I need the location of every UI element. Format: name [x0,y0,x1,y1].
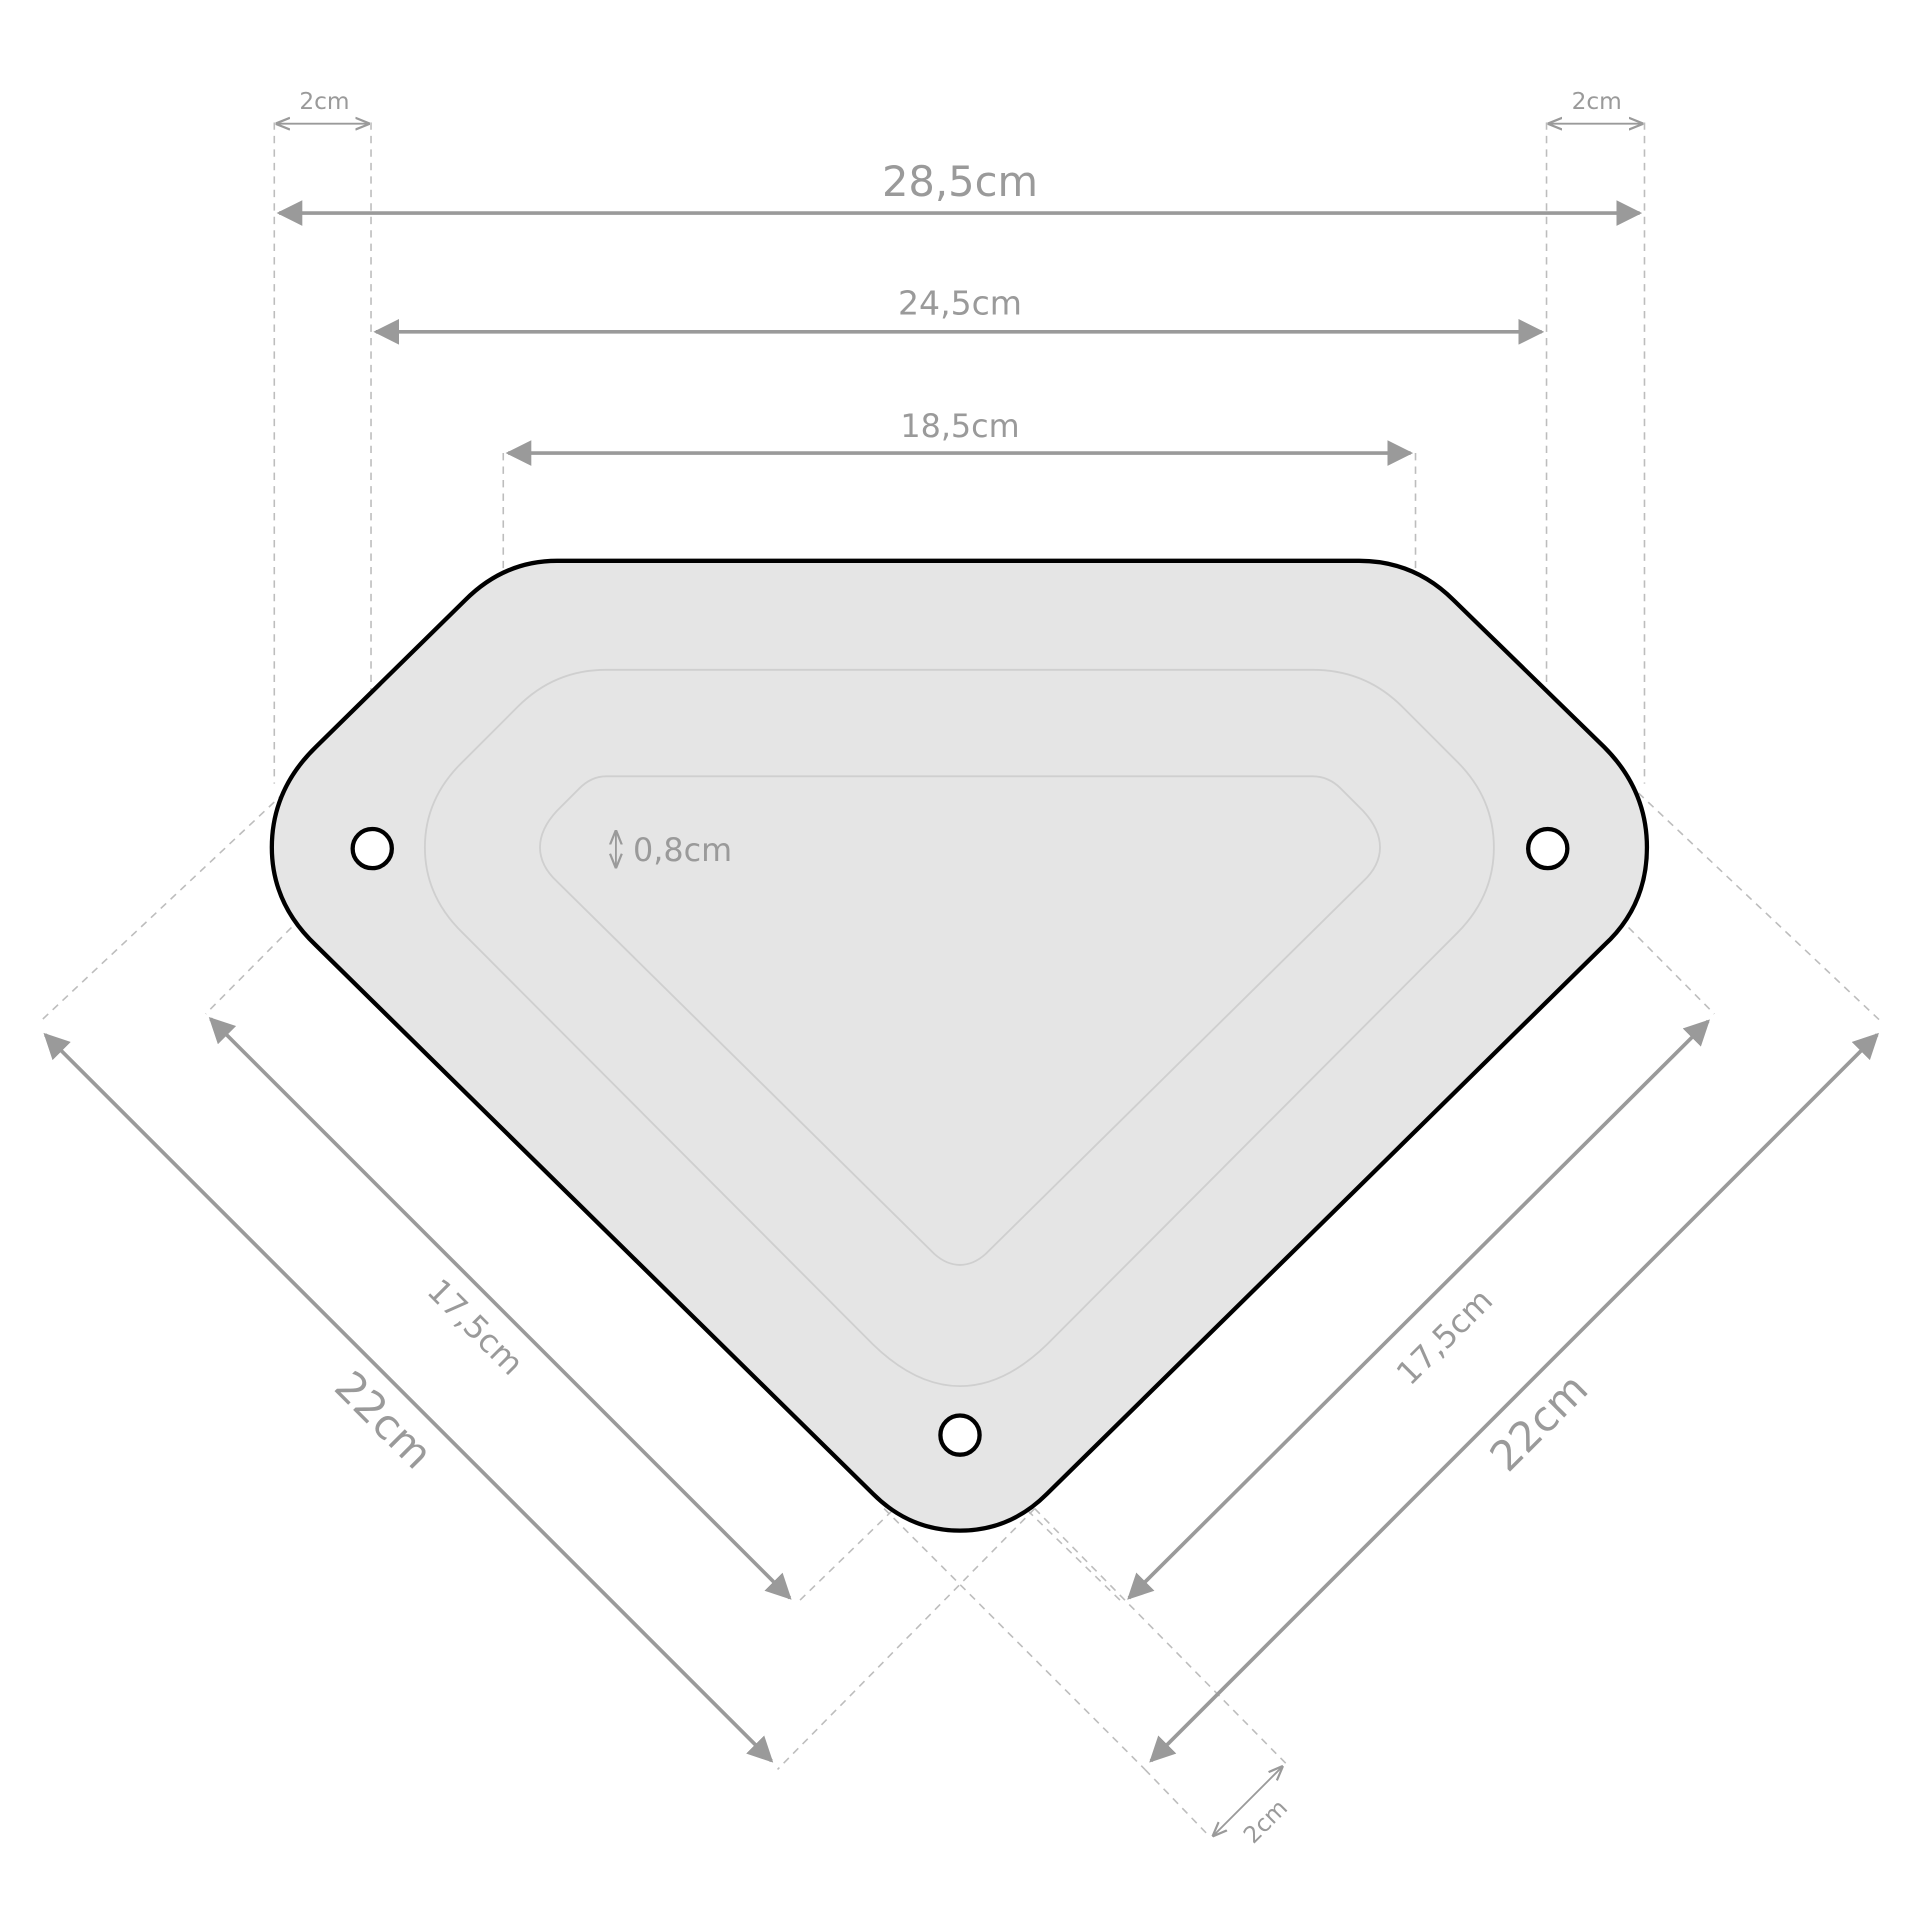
label-hole-diameter: 0,8cm [633,831,732,869]
label-top-left-margin: 2cm [299,88,349,115]
label-right-overall: 22cm [1480,1364,1597,1481]
dim-bottom-margin [1213,1767,1282,1836]
mounting-hole-bottom [938,1413,982,1457]
label-right-hole-spacing: 17,5cm [1389,1281,1500,1392]
label-hole-spacing: 24,5cm [898,284,1022,323]
mounting-hole-right [1526,826,1570,871]
label-overall-width: 28,5cm [882,157,1038,206]
dim-left-overall [43,1032,774,1763]
plate-outline [269,558,1650,1533]
label-left-overall: 22cm [325,1361,442,1478]
mounting-hole-left [350,826,394,871]
plate-inner-contour [539,775,1381,1266]
label-top-right-margin: 2cm [1572,88,1622,115]
dim-right-overall [1149,1032,1879,1763]
label-top-edge: 18,5cm [900,407,1019,445]
label-left-hole-spacing: 17,5cm [420,1271,531,1382]
plate-middle-contour [423,668,1495,1388]
